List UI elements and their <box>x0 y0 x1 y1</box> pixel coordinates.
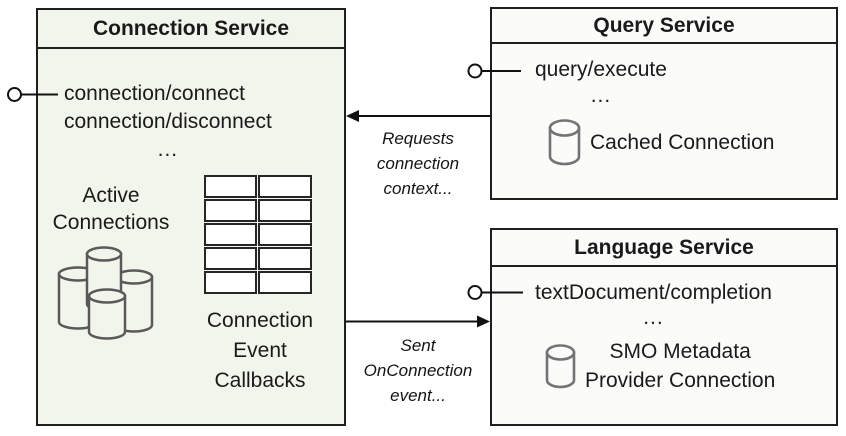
language-service-box: Language Service textDocument/completion… <box>490 228 838 426</box>
sent-onconnection-event-label: Sent OnConnection event... <box>363 336 473 405</box>
table-cell <box>204 223 257 246</box>
smo-provider-row: SMO Metadata Provider Connection <box>545 337 775 395</box>
database-icon <box>545 343 576 388</box>
sent-onconnection-arrow <box>346 315 490 328</box>
table-cell <box>258 247 312 270</box>
requests-connection-context-label: Requests connection context... <box>376 129 460 198</box>
database-cluster-icon <box>57 246 154 340</box>
language-methods: textDocument/completion ... <box>535 280 772 330</box>
table-cell <box>204 247 257 270</box>
method-query-execute: query/execute <box>535 58 667 81</box>
more-methods-ellipsis: ... <box>643 306 664 329</box>
table-cell <box>258 199 312 222</box>
table-cell <box>204 271 257 294</box>
requests-connection-arrow <box>346 110 490 122</box>
query-service-box: Query Service query/execute ... Cached C… <box>490 7 838 200</box>
language-service-title: Language Service <box>492 230 836 267</box>
smo-provider-label: SMO Metadata Provider Connection <box>585 340 776 392</box>
table-cell <box>258 271 312 294</box>
more-methods-ellipsis: ... <box>157 138 179 161</box>
active-connections-label: Active Connections <box>52 184 170 234</box>
connection-event-callbacks-label: Connection Event Callbacks <box>206 309 314 392</box>
more-methods-ellipsis: ... <box>590 84 612 107</box>
query-service-title: Query Service <box>492 9 836 44</box>
connection-service-box: Connection Service connection/connect co… <box>36 8 346 426</box>
table-cell <box>258 223 312 246</box>
cached-connection-label: Cached Connection <box>590 130 775 154</box>
method-connection-connect: connection/connect <box>64 82 245 105</box>
table-cell <box>204 175 257 198</box>
connection-methods: connection/connect connection/disconnect… <box>64 80 272 164</box>
cached-connection-row: Cached Connection <box>548 119 774 166</box>
method-connection-disconnect: connection/disconnect <box>64 110 272 133</box>
method-textdocument-completion: textDocument/completion <box>535 281 772 304</box>
callback-table-grid <box>204 175 312 294</box>
connection-service-title: Connection Service <box>38 10 344 49</box>
query-methods: query/execute ... <box>535 57 667 109</box>
database-icon <box>548 119 581 166</box>
table-cell <box>258 175 312 198</box>
table-cell <box>204 199 257 222</box>
